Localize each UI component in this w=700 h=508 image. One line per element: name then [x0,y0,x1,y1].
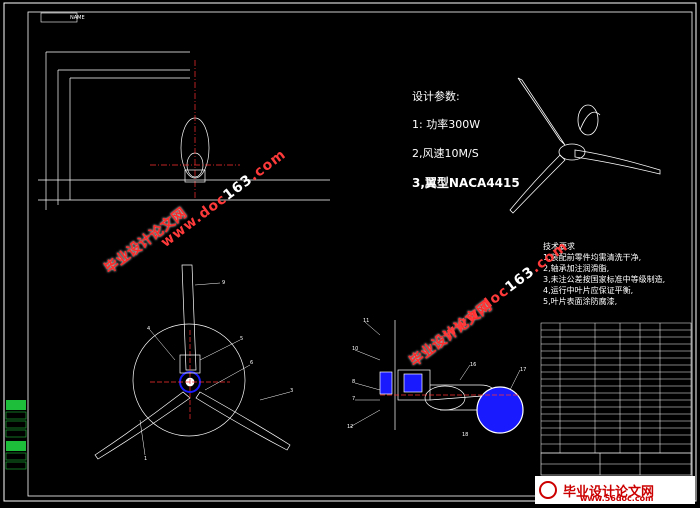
parts-list-table [540,322,692,454]
part-tag: 6 [250,360,254,366]
part-tag: 4 [147,326,151,332]
design-params-title: 设计参数: [412,90,460,103]
part-tag: 9 [222,280,226,286]
footer-watermark-bar: 毕业设计论文网 [535,476,695,504]
side-view [38,51,330,210]
tech-req-item: 3,未注公差按国家标准中等级制造, [543,275,666,284]
part-tag: 1 [144,456,148,462]
section-view [379,320,524,434]
outer-frame [3,2,697,502]
tech-req-title: 技术要求 [543,242,575,251]
blade-3d-sketch [509,77,661,214]
part-tag: 17 [520,367,527,373]
part-tag: 16 [470,362,477,368]
technical-requirements: 技术要求 1,装配前零件均需清洗干净, 2,轴承加注润滑脂, 3,未注公差按国家… [543,241,665,307]
tech-req-item: 2,轴承加注润滑脂, [543,264,610,273]
drawing-code-box [40,12,78,23]
design-param-airfoil: 3,翼型NACA4415 [412,176,520,190]
part-tag: 5 [240,336,244,342]
drawing-code-stamp: NAME [70,15,85,21]
tech-req-item: 4,运行中叶片应保证平衡, [543,286,634,295]
design-parameters: 设计参数: 1: 功率300W 2,风速10M/S 3,翼型NACA4415 [412,88,520,204]
title-block [540,452,692,476]
footer-site-name: 毕业设计论文网 [563,484,655,500]
footer-url: www.56doc.com [580,494,654,503]
part-tag: 10 [352,346,359,352]
left-sidebar [5,400,27,470]
design-param-wind-speed: 2,风速10M/S [412,147,479,160]
front-view-rotor [94,264,291,460]
site-logo-icon [539,481,557,499]
part-tag: 3 [290,388,294,394]
part-tag: 8 [352,379,356,385]
tech-req-item: 1,装配前零件均需清洗干净, [543,253,642,262]
tech-req-item: 5,叶片表面涂防腐漆, [543,297,618,306]
design-param-power: 1: 功率300W [412,118,481,131]
part-tag: 7 [352,396,356,402]
inner-frame [27,11,693,497]
leader-lines [139,282,521,456]
part-tag: 12 [347,424,354,430]
part-tag: 18 [462,432,469,438]
part-tag: 11 [363,318,370,324]
